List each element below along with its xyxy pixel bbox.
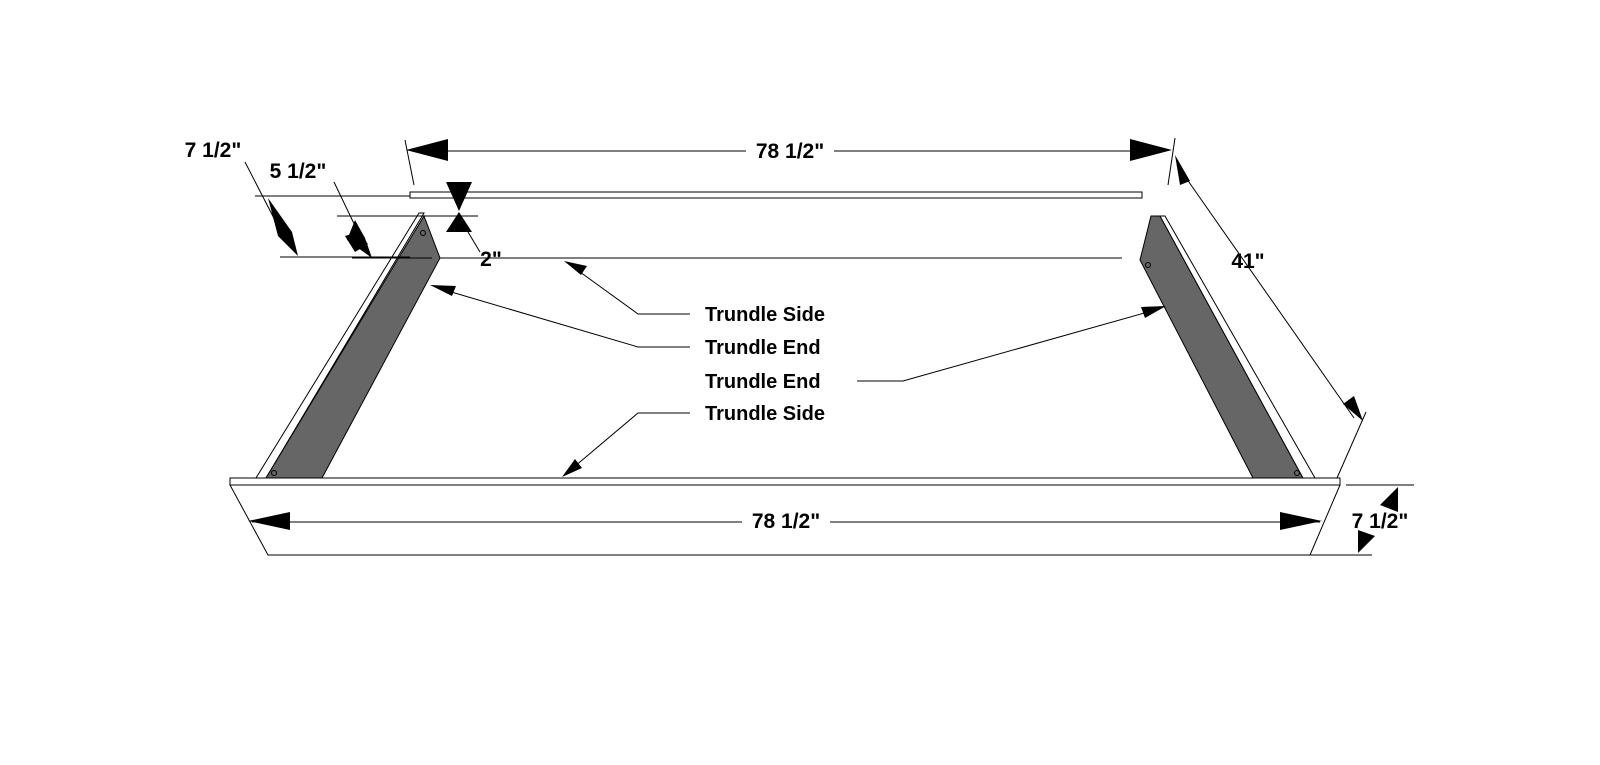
part-label-end-left: Trundle End bbox=[705, 337, 821, 359]
bottom-length-dimension: 78 1/2" bbox=[248, 510, 1322, 533]
left-total-height-label: 7 1/2" bbox=[185, 139, 242, 162]
width-label: 41" bbox=[1231, 250, 1264, 273]
back-side-board bbox=[409, 191, 1143, 259]
top-length-label: 78 1/2" bbox=[756, 140, 824, 163]
right-height-label: 7 1/2" bbox=[1352, 510, 1409, 533]
offset-label: 2" bbox=[480, 248, 502, 271]
right-height-dimension: 7 1/2" bbox=[1310, 484, 1414, 556]
callout-end-left: Trundle End bbox=[430, 285, 821, 359]
left-total-height-dimension: 7 1/2" bbox=[185, 139, 410, 258]
part-label-side-back: Trundle Side bbox=[705, 304, 825, 326]
callout-side-back: Trundle Side bbox=[564, 261, 825, 326]
callout-side-front: Trundle Side bbox=[562, 403, 825, 477]
left-end-height-label: 5 1/2" bbox=[270, 160, 327, 183]
right-end-board bbox=[1139, 215, 1316, 479]
front-side-board bbox=[229, 477, 1341, 556]
top-length-dimension: 78 1/2" bbox=[404, 137, 1176, 186]
callout-end-right: Trundle End bbox=[705, 306, 1166, 393]
bottom-length-label: 78 1/2" bbox=[752, 510, 820, 533]
left-end-height-dimension: 5 1/2" bbox=[270, 160, 432, 259]
left-end-board bbox=[255, 212, 441, 479]
offset-dimension: 2" bbox=[428, 182, 502, 271]
part-label-end-right: Trundle End bbox=[705, 371, 821, 393]
part-label-side-front: Trundle Side bbox=[705, 403, 825, 425]
width-dimension: 41" bbox=[1175, 155, 1367, 479]
